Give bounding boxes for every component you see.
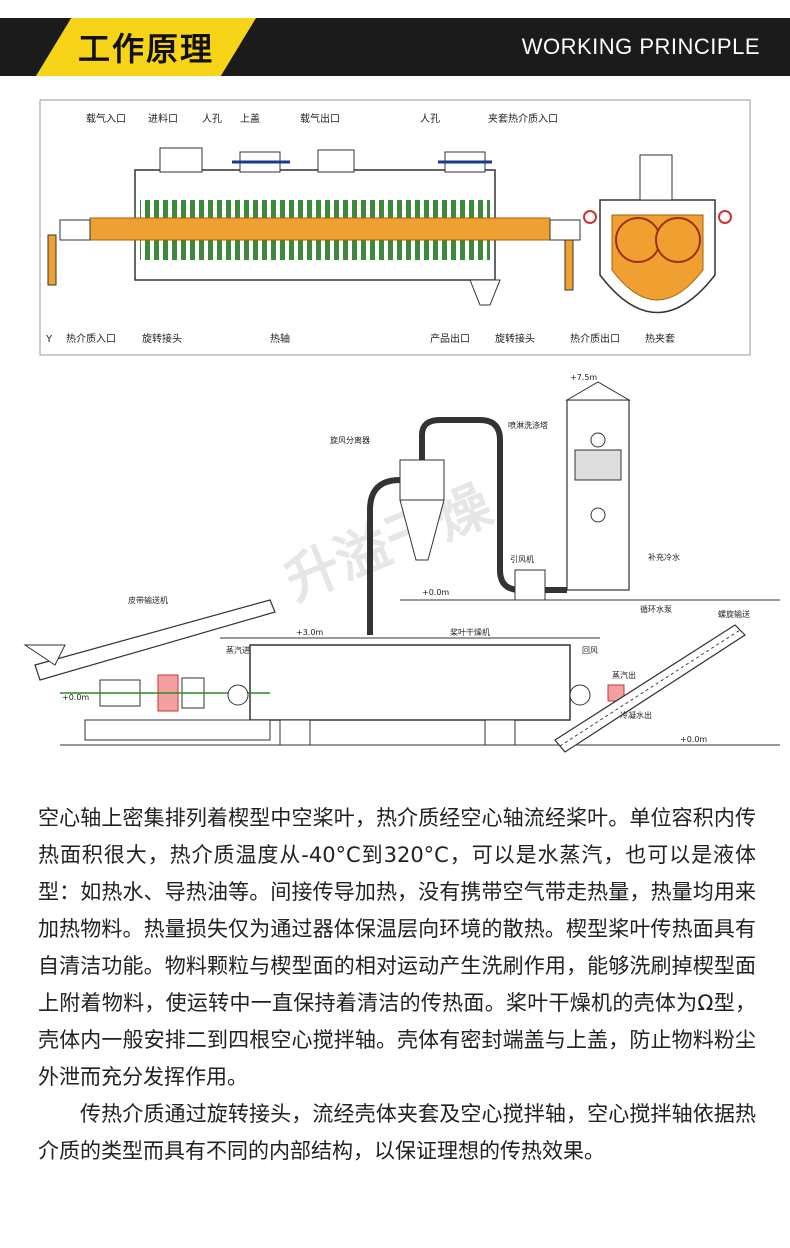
dryer-side-view — [47, 147, 581, 306]
drive-unit — [60, 674, 625, 741]
label-jacket-inlet: 夹套热介质入口 — [488, 112, 558, 125]
label-level-ground-3: +0.0m — [680, 735, 707, 744]
label-hot-shaft: 热轴 — [270, 332, 290, 345]
label-paddle-dryer: 桨叶干燥机 — [450, 627, 490, 637]
label-gas-inlet: 载气入口 — [86, 112, 126, 125]
label-product-outlet: 产品出口 — [430, 332, 470, 345]
paragraph-1: 空心轴上密集排列着楔型中空桨叶，热介质经空心轴流经桨叶。单位容积内传热面积很大，… — [38, 806, 756, 1089]
label-y-mark: Y — [45, 334, 53, 345]
label-rotary-joint-1: 旋转接头 — [142, 332, 182, 345]
bottom-diagram: 升溢干燥 — [23, 373, 780, 753]
label-water-supply: 补充冷水 — [648, 552, 680, 562]
label-spray-tower: 喷淋洗涤塔 — [508, 420, 548, 430]
label-level-top: +7.5m — [570, 373, 597, 382]
paragraph-2: 传热介质通过旋转接头，流经壳体夹套及空心搅拌轴，空心搅拌轴依据热介质的类型而具有… — [38, 1102, 756, 1163]
label-return-air: 回风 — [582, 646, 598, 655]
label-feed-inlet: 进料口 — [148, 112, 178, 125]
label-screw-conveyor: 螺旋输送 — [718, 609, 750, 619]
label-manhole-2: 人孔 — [420, 113, 440, 125]
label-heat-medium-outlet: 热介质出口 — [570, 332, 620, 345]
watermark: 升溢干燥 — [276, 473, 501, 613]
paddle-dryer — [249, 644, 571, 746]
label-top-cover: 上盖 — [240, 112, 260, 125]
cyclone — [367, 417, 567, 635]
label-belt-conveyor: 皮带输送机 — [128, 595, 168, 605]
label-cond-water: 冷凝水出 — [620, 710, 652, 720]
screw-conveyor — [554, 624, 746, 753]
label-manhole-1: 人孔 — [202, 113, 222, 125]
fan — [514, 569, 546, 601]
body-text: 空心轴上密集排列着楔型中空桨叶，热介质经空心轴流经桨叶。单位容积内传热面积很大，… — [38, 800, 756, 1170]
dryer-end-view — [583, 154, 732, 314]
label-cyclone: 旋风分离器 — [330, 435, 370, 445]
label-rotary-joint-2: 旋转接头 — [495, 332, 535, 345]
label-level-ground-2: +0.0m — [62, 693, 89, 702]
top-diagram: 载气入口 进料口 人孔 上盖 载气出口 人孔 夹套热介质入口 Y 热介质入口 旋… — [39, 99, 751, 356]
label-level-ground-1: +0.0m — [422, 588, 449, 597]
label-steam-in: 蒸汽进 — [226, 645, 250, 655]
label-heat-medium-inlet: 热介质入口 — [66, 332, 116, 345]
header-accent — [36, 18, 256, 76]
belt-conveyor — [23, 599, 276, 681]
spray-tower — [565, 381, 631, 591]
page-title: 工作原理 — [77, 30, 214, 68]
label-hot-jacket: 热夹套 — [645, 332, 675, 345]
label-gas-outlet: 载气出口 — [300, 112, 340, 125]
label-fan: 引风机 — [510, 554, 534, 564]
page-subtitle: WORKING PRINCIPLE — [521, 34, 760, 59]
working-principle-diagram: 载气入口 进料口 人孔 上盖 载气出口 人孔 夹套热介质入口 Y 热介质入口 旋… — [0, 90, 790, 790]
label-circulation-pump: 循环水泵 — [640, 604, 672, 614]
label-level-mid: +3.0m — [296, 628, 323, 637]
label-steam-out: 蒸汽出 — [612, 670, 636, 680]
